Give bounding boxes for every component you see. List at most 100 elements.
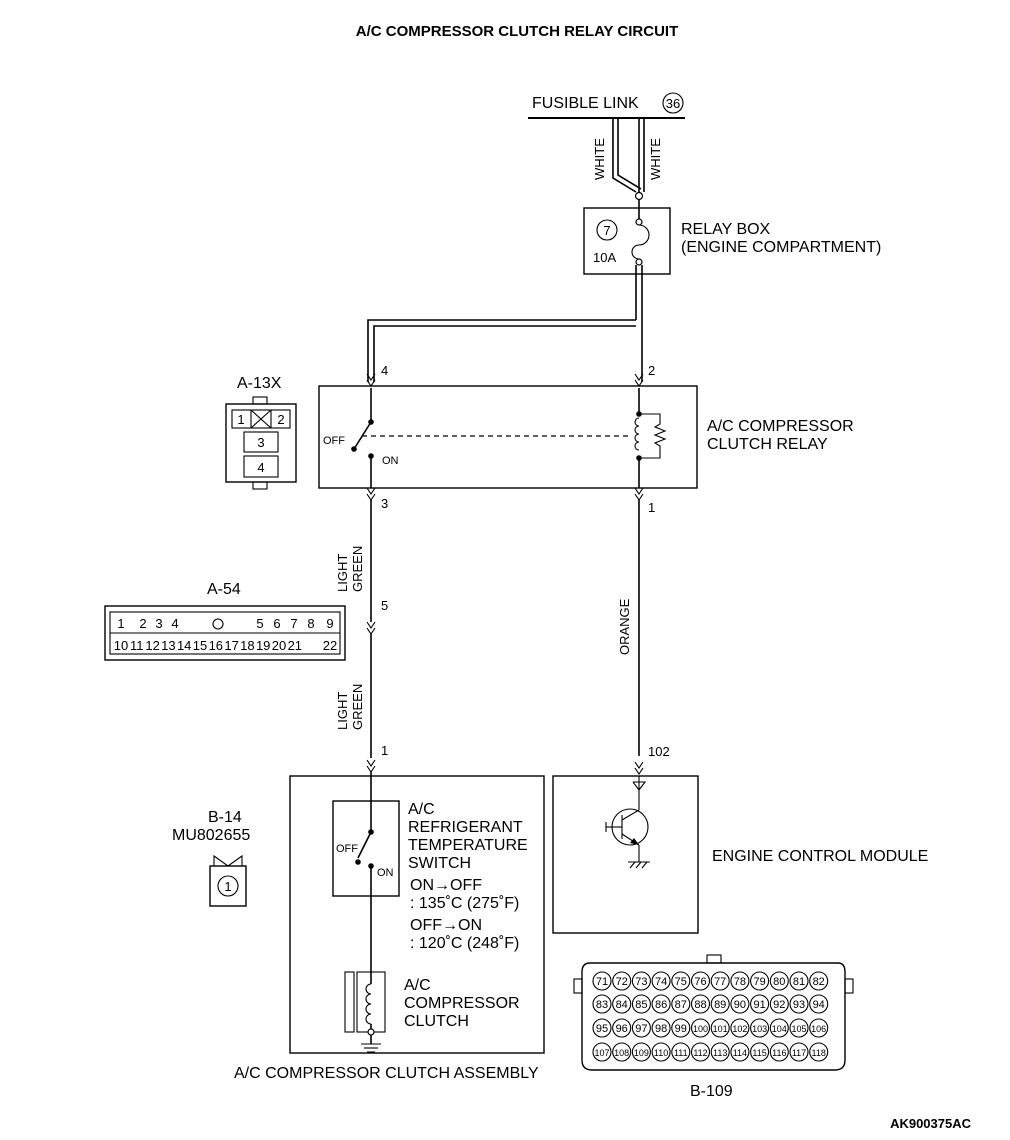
svg-text:91: 91 [753, 999, 765, 1011]
wire-color-white-right: WHITE [648, 138, 663, 180]
svg-text:86: 86 [655, 999, 667, 1011]
temp-switch-off-label: OFF [336, 843, 358, 855]
connector-b109-pin-75: 75 [671, 971, 691, 991]
svg-text:89: 89 [714, 999, 726, 1011]
clutch-label-1: A/C [404, 977, 431, 994]
spec-off-on-title: OFF→ON [410, 917, 482, 934]
connector-b109-pin-76: 76 [690, 971, 711, 991]
connector-b14-body [209, 865, 247, 907]
connector-b109-pin-88: 88 [690, 994, 711, 1014]
fuse-number: 7 [603, 223, 610, 238]
svg-text:81: 81 [793, 976, 805, 988]
connector-b109-pin-109: 109 [631, 1042, 651, 1062]
connector-b109-pin-112: 112 [690, 1042, 711, 1062]
connector-b109-pin-102: 102 [730, 1018, 750, 1038]
temp-switch-arm [357, 831, 372, 859]
temp-switch-label-4: SWITCH [408, 855, 471, 872]
svg-text:100: 100 [693, 1024, 708, 1034]
relay-switch-off-label: OFF [323, 435, 345, 447]
wire-color-light-green-upper-2: GREEN [350, 546, 365, 592]
connector-b109-pin-101: 101 [710, 1018, 730, 1038]
connector-a13x-pin-1: 1 [237, 412, 244, 427]
ecm-label: ENGINE CONTROL MODULE [712, 848, 928, 865]
connector-b109-pin-80: 80 [769, 971, 789, 991]
connector-b109-pin-103: 103 [750, 1018, 770, 1038]
connector-b109-pin-111: 111 [671, 1042, 691, 1062]
connector-a54-pin-18: 18 [240, 638, 254, 653]
svg-text:74: 74 [655, 976, 667, 988]
ecm-pin-102: 102 [648, 744, 670, 759]
connector-b109-pin-84: 84 [612, 994, 632, 1014]
svg-text:83: 83 [596, 999, 608, 1011]
connector-a54-pin-1: 1 [117, 616, 124, 631]
svg-text:111: 111 [674, 1048, 688, 1058]
svg-text:95: 95 [596, 1023, 608, 1035]
svg-text:117: 117 [792, 1048, 806, 1058]
connector-b109-pin-96: 96 [612, 1018, 632, 1038]
connector-a54-pin-3: 3 [155, 616, 162, 631]
svg-text:107: 107 [594, 1048, 609, 1058]
svg-text:118: 118 [812, 1048, 826, 1058]
connector-b109-pin-94: 94 [809, 994, 829, 1014]
svg-text:104: 104 [772, 1024, 787, 1034]
connector-a54-pin-20: 20 [272, 638, 286, 653]
connector-a54-pin-13: 13 [161, 638, 175, 653]
connector-a13x-name: A-13X [237, 375, 282, 392]
wire-color-light-green-lower-1: LIGHT [335, 692, 350, 730]
svg-text:110: 110 [654, 1048, 668, 1058]
connector-b109-pin-110: 110 [651, 1042, 671, 1062]
relay-label-2: CLUTCH RELAY [707, 436, 828, 453]
connector-a54-pin-10: 10 [114, 638, 128, 653]
clutch-assembly-label: A/C COMPRESSOR CLUTCH ASSEMBLY [234, 1065, 539, 1082]
svg-text:77: 77 [714, 976, 726, 988]
temp-switch-label-1: A/C [408, 801, 435, 818]
clutch-label-2: COMPRESSOR [404, 995, 520, 1012]
svg-text:85: 85 [635, 999, 647, 1011]
connector-b14-name: B-14 [208, 809, 242, 826]
svg-text:79: 79 [753, 976, 765, 988]
fusible-link-label: FUSIBLE LINK [532, 95, 639, 112]
connector-a54-pin-19: 19 [256, 638, 270, 653]
feed-wires [367, 265, 643, 382]
connector-b109-pin-79: 79 [750, 971, 770, 991]
clutch-coil-icon [365, 983, 372, 1025]
svg-text:80: 80 [773, 976, 785, 988]
connector-b109-pin-106: 106 [809, 1018, 829, 1038]
connector-b109-pin-114: 114 [730, 1042, 750, 1062]
connector-b109-body [581, 962, 846, 1071]
figure-code: AK900375AC [890, 1116, 972, 1131]
fusible-link-number-circle [662, 92, 684, 114]
relay-pin-3: 3 [381, 496, 388, 511]
connector-b109-pin-108: 108 [612, 1042, 632, 1062]
connector-b109-pin-85: 85 [631, 994, 651, 1014]
svg-text:72: 72 [616, 976, 628, 988]
connector-b109-pin-72: 72 [612, 971, 632, 991]
connector-a54-pin-15: 15 [193, 638, 207, 653]
svg-text:103: 103 [752, 1024, 767, 1034]
svg-text:93: 93 [793, 999, 805, 1011]
svg-text:115: 115 [752, 1048, 766, 1058]
spec-on-off-value: : 135˚C (275˚F) [410, 895, 519, 912]
svg-text:98: 98 [655, 1023, 667, 1035]
connector-b109-pin-91: 91 [750, 994, 770, 1014]
white-wires: WHITE WHITE [592, 118, 663, 201]
connector-b109-pin-90: 90 [730, 994, 750, 1014]
svg-text:84: 84 [616, 999, 628, 1011]
svg-text:108: 108 [614, 1048, 629, 1058]
connector-b109-pin-116: 116 [769, 1042, 789, 1062]
connector-b109-pin-71: 71 [592, 971, 612, 991]
connector-b109-pin-93: 93 [789, 994, 809, 1014]
connector-a54-pin-5: 5 [256, 616, 263, 631]
fuse-rating: 10A [593, 250, 616, 265]
connector-a13x-pin-2: 2 [277, 412, 284, 427]
connector-b109-pin-78: 78 [730, 971, 750, 991]
orange-wire: ORANGE 102 [617, 500, 670, 775]
connector-a54-name: A-54 [207, 581, 241, 598]
connector-b14-part: MU802655 [172, 827, 250, 844]
relay-pin-4: 4 [381, 363, 388, 378]
fusible-link-number: 36 [666, 96, 680, 111]
connector-b109-name: B-109 [690, 1083, 733, 1100]
